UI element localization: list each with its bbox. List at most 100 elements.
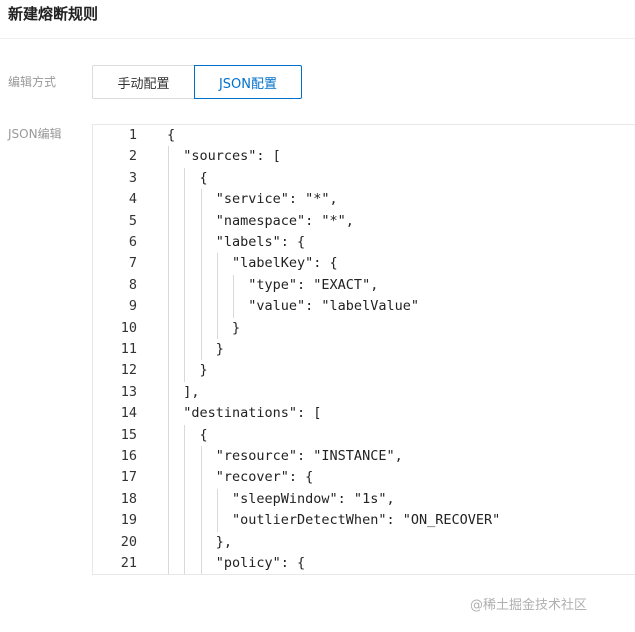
code-text: }, [167, 533, 233, 550]
indent-guide [184, 232, 186, 254]
line-number: 10 [120, 319, 137, 336]
line-number: 19 [120, 512, 137, 529]
line-number: 11 [120, 341, 137, 357]
indent-guide [168, 253, 169, 275]
code-text: "sleepWindow": "1s", [167, 490, 395, 507]
code-line: 9 "value": "labelValue" [93, 296, 635, 317]
code-line: 3 { [93, 168, 635, 189]
indent-guide [168, 467, 169, 489]
line-number: 8 [128, 276, 137, 293]
indent-guide [200, 467, 202, 489]
line-number: 17 [120, 469, 137, 486]
indent-guide [200, 317, 202, 339]
indent-guide [168, 146, 169, 168]
indent-guide [233, 274, 235, 297]
indent-guide [200, 189, 202, 211]
code-text: } [167, 362, 208, 379]
code-line: 7 "labelKey": { [93, 253, 635, 274]
code-text: "value": "labelValue" [167, 298, 419, 315]
code-text: "destinations": [ [167, 405, 322, 422]
line-number: 13 [120, 383, 137, 400]
code-line: 11 } [93, 339, 635, 360]
line-number: 21 [120, 555, 137, 571]
indent-guide [168, 403, 169, 425]
line-number: 5 [128, 212, 137, 229]
indent-guide [216, 253, 218, 275]
indent-guide [216, 510, 218, 532]
indent-guide [168, 210, 169, 232]
code-line: 19 "outlierDetectWhen": "ON_RECOVER" [93, 510, 635, 531]
line-number: 12 [120, 362, 137, 379]
indent-guide [216, 274, 218, 297]
indent-guide [184, 467, 186, 489]
code-line: 16 "resource": "INSTANCE", [93, 446, 635, 467]
json-editor-label: JSON编辑 [8, 127, 62, 141]
code-text: "outlierDetectWhen": "ON_RECOVER" [167, 512, 501, 529]
code-line: 13 ], [93, 382, 635, 403]
edit-mode-switch: 手动配置 JSON配置 [92, 65, 302, 99]
indent-guide [184, 531, 186, 553]
indent-guide [168, 296, 169, 318]
indent-guide [200, 296, 202, 318]
indent-guide [168, 189, 169, 211]
line-number: 3 [128, 169, 137, 186]
manual-config-button[interactable]: 手动配置 [92, 65, 194, 99]
line-number: 4 [128, 191, 137, 208]
indent-guide [200, 553, 202, 574]
code-line: 1{ [93, 125, 635, 146]
indent-guide [184, 488, 186, 511]
line-number: 14 [120, 405, 137, 422]
code-line: 10 } [93, 318, 635, 339]
indent-guide [184, 553, 186, 574]
code-text: { [167, 426, 208, 443]
line-number: 2 [128, 148, 137, 165]
indent-guide [168, 381, 169, 404]
code-text: "recover": { [167, 469, 314, 486]
code-line: 6 "labels": { [93, 232, 635, 253]
indent-guide [200, 446, 202, 468]
code-text: "sources": [ [167, 148, 281, 165]
indent-guide [184, 446, 186, 468]
indent-guide [184, 210, 186, 232]
indent-guide [233, 296, 235, 318]
code-line: 18 "sleepWindow": "1s", [93, 489, 635, 510]
line-number: 7 [128, 255, 137, 272]
code-text: "policy": { [167, 555, 306, 571]
line-number: 1 [128, 127, 137, 143]
json-code-editor[interactable]: 1{2 "sources": [3 {4 "service": "*",5 "n… [92, 124, 635, 575]
indent-guide [200, 531, 202, 553]
indent-guide [200, 488, 202, 511]
code-text: "labels": { [167, 234, 306, 250]
watermark: @稀土掘金技术社区 [470, 598, 588, 613]
code-text: "type": "EXACT", [167, 276, 379, 293]
code-line: 14 "destinations": [ [93, 403, 635, 424]
code-text: { [167, 127, 176, 143]
indent-guide [216, 317, 218, 339]
code-text: "service": "*", [167, 191, 338, 208]
line-number: 16 [120, 448, 137, 464]
line-number: 15 [120, 426, 137, 443]
line-number: 20 [120, 533, 137, 550]
code-line: 20 }, [93, 532, 635, 553]
code-text: } [167, 341, 224, 357]
line-number: 6 [128, 234, 137, 250]
code-line: 15 { [93, 425, 635, 446]
code-line: 4 "service": "*", [93, 189, 635, 210]
indent-guide [200, 510, 202, 532]
indent-guide [184, 317, 186, 339]
indent-guide [184, 510, 186, 532]
indent-guide [168, 488, 169, 511]
code-text: } [167, 319, 241, 336]
code-text: { [167, 169, 208, 186]
indent-guide [184, 274, 186, 297]
indent-guide [168, 531, 169, 553]
json-config-button[interactable]: JSON配置 [194, 65, 302, 99]
indent-guide [168, 167, 169, 190]
indent-guide [216, 296, 218, 318]
indent-guide [200, 232, 202, 254]
indent-guide [184, 360, 186, 382]
code-line: 17 "recover": { [93, 467, 635, 488]
indent-guide [168, 232, 169, 254]
code-text: "labelKey": { [167, 255, 338, 272]
indent-guide [184, 296, 186, 318]
